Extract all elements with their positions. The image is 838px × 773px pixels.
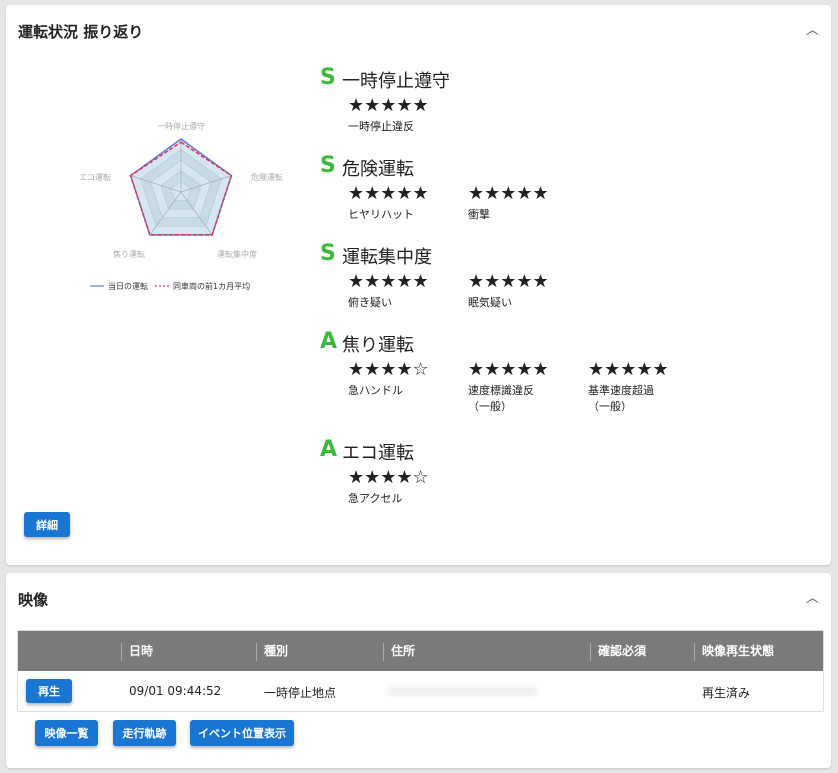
chevron-up-icon[interactable]: ︿ <box>805 23 819 38</box>
chevron-up-icon[interactable]: ︿ <box>805 591 819 606</box>
score-item: ★★★★★ 眠気疑い <box>468 271 583 311</box>
video-panel: 映像 ︿ 日時 種別 住所 確認必須 映像再生状態 再生 09/01 09:44… <box>6 573 831 768</box>
score-category: エコ運転 <box>342 443 414 464</box>
score-item: ★★★★☆ 急アクセル <box>348 467 463 507</box>
radar-axis <box>130 175 182 193</box>
score-item-label: 眠気疑い <box>468 296 512 309</box>
cell-type: 一時停止地点 <box>264 686 337 700</box>
star-rating: ★★★★★ <box>468 183 549 204</box>
detail-button[interactable]: 詳細 <box>24 512 70 537</box>
score-0: S 一時停止遵守 ★★★★★ 一時停止違反 <box>320 65 820 151</box>
radar-series-1 <box>129 141 233 236</box>
score-item-label: 速度標識違反 （一般） <box>468 384 534 413</box>
score-2: S 運転集中度 ★★★★★ 俯き疑い ★★★★★ 眠気疑い <box>320 241 820 327</box>
score-item: ★★★★★ 俯き疑い <box>348 271 463 311</box>
star-rating: ★★★★★ <box>348 95 429 116</box>
score-item-label: 急ハンドル <box>348 384 403 397</box>
star-rating: ★★★★★ <box>348 183 429 204</box>
score-category: 危険運転 <box>342 159 414 180</box>
score-item-label: 衝撃 <box>468 208 490 221</box>
event-location-button[interactable]: イベント位置表示 <box>190 720 294 746</box>
panel-title: 映像 <box>18 591 49 609</box>
table-header: 日時 種別 住所 確認必須 映像再生状態 <box>18 631 823 671</box>
star-rating: ★★★★☆ <box>348 359 429 380</box>
score-item: ★★★★★ 基準速度超過 （一般） <box>588 359 703 415</box>
legend-label: 当日の運転 <box>108 281 148 291</box>
col-type: 種別 <box>256 643 288 661</box>
score-category: 焦り運転 <box>342 335 414 356</box>
radar-axis <box>180 191 213 236</box>
score-item: ★★★★★ 速度標識違反 （一般） <box>468 359 583 415</box>
radar-axis-label: 焦り運転 <box>113 249 145 259</box>
driving-track-button[interactable]: 走行軌跡 <box>113 720 176 746</box>
col-address: 住所 <box>383 643 415 661</box>
video-list-button[interactable]: 映像一覧 <box>35 720 98 746</box>
col-status: 映像再生状態 <box>694 643 774 661</box>
video-table: 日時 種別 住所 確認必須 映像再生状態 再生 09/01 09:44:52 一… <box>17 630 824 712</box>
play-button[interactable]: 再生 <box>26 679 72 703</box>
star-rating: ★★★★★ <box>588 359 669 380</box>
cell-status: 再生済み <box>702 686 751 700</box>
star-rating: ★★★★☆ <box>348 467 429 488</box>
score-category: 一時停止遵守 <box>342 71 450 92</box>
cell-address-redacted <box>388 685 538 697</box>
col-confirm: 確認必須 <box>590 643 646 661</box>
grade-badge: A <box>320 329 338 354</box>
col-datetime: 日時 <box>121 643 153 661</box>
score-item-label: ヒヤリハット <box>348 208 414 221</box>
radar-axis-label: 一時停止遵守 <box>157 121 205 131</box>
star-rating: ★★★★★ <box>468 359 549 380</box>
radar-axis-label: 危険運転 <box>251 172 283 182</box>
radar-axis <box>149 191 182 236</box>
score-item: ★★★★★ ヒヤリハット <box>348 183 463 223</box>
score-item-label: 急アクセル <box>348 492 403 505</box>
radar-axis-label: 運転集中度 <box>217 249 257 259</box>
score-1: S 危険運転 ★★★★★ ヒヤリハット ★★★★★ 衝撃 <box>320 153 820 239</box>
score-item: ★★★★★ 衝撃 <box>468 183 583 223</box>
score-item-label: 一時停止違反 <box>348 120 414 133</box>
score-item-label: 基準速度超過 （一般） <box>588 384 654 413</box>
radar-axis-label: エコ運転 <box>79 173 111 182</box>
score-item: ★★★★☆ 急ハンドル <box>348 359 463 399</box>
grade-badge: A <box>320 437 338 462</box>
cell-datetime: 09/01 09:44:52 <box>129 684 222 698</box>
score-category: 運転集中度 <box>342 247 432 268</box>
grade-badge: S <box>320 241 336 266</box>
grade-badge: S <box>320 65 336 90</box>
grade-badge: S <box>320 153 336 178</box>
driving-review-panel: 運転状況 振り返り ︿ 一時停止遵守危険運転運転集中度焦り運転エコ運転当日の運転… <box>6 5 831 565</box>
score-item-label: 俯き疑い <box>348 296 392 309</box>
star-rating: ★★★★★ <box>348 271 429 292</box>
legend-label: 同車両の前1カ月平均 <box>173 281 250 291</box>
star-rating: ★★★★★ <box>468 271 549 292</box>
panel-title: 運転状況 振り返り <box>18 23 144 41</box>
score-item: ★★★★★ 一時停止違反 <box>348 95 463 135</box>
radar-axis <box>180 175 232 193</box>
